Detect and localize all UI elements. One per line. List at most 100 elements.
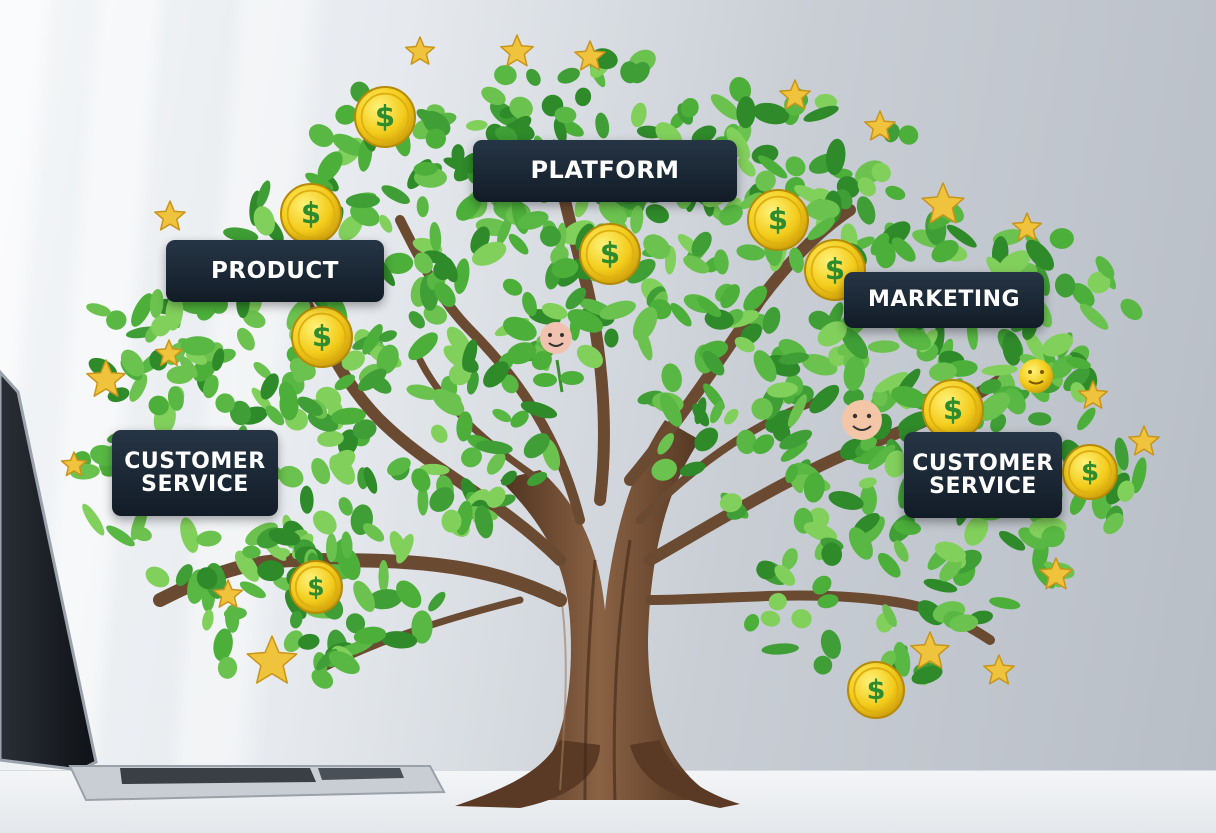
leaf <box>734 336 755 353</box>
leaf <box>576 344 603 369</box>
leaf <box>474 505 494 539</box>
svg-text:$: $ <box>1081 458 1099 488</box>
label-platform: PLATFORM <box>473 140 737 202</box>
leaf <box>352 419 377 440</box>
leaf <box>335 104 357 125</box>
svg-text:$: $ <box>600 237 620 271</box>
leaf <box>753 350 777 382</box>
star-icon <box>1128 425 1160 456</box>
leaf <box>949 614 979 633</box>
star-icon <box>779 79 811 110</box>
leaf <box>1004 388 1026 415</box>
leaf <box>1120 298 1143 321</box>
leaf <box>997 250 1031 277</box>
leaf <box>803 105 839 122</box>
leaf <box>378 330 397 342</box>
leaf <box>429 487 455 512</box>
leaf <box>893 540 909 562</box>
leaf <box>643 234 671 260</box>
leaf <box>350 203 380 227</box>
leaf <box>466 120 488 131</box>
leaf <box>506 342 537 365</box>
leaf <box>885 185 906 201</box>
leaf <box>180 336 216 356</box>
star-icon <box>864 110 896 141</box>
leaf <box>443 157 476 174</box>
leaf <box>456 411 473 442</box>
leaf <box>411 468 431 492</box>
leaf <box>492 408 512 423</box>
leaf <box>345 193 380 209</box>
leaf <box>806 199 840 221</box>
leaf <box>387 457 411 476</box>
leaf <box>1087 271 1111 294</box>
leaf <box>428 591 446 612</box>
leaf <box>338 497 353 516</box>
leaf <box>726 127 751 161</box>
leaf <box>297 396 323 416</box>
leaf <box>1002 331 1022 366</box>
leaf <box>557 67 580 84</box>
leaf <box>196 567 218 590</box>
leaf <box>691 125 717 145</box>
leaf <box>743 285 768 312</box>
leaf <box>768 593 787 611</box>
smiley-flower-icon <box>533 322 584 393</box>
leaf <box>565 287 587 310</box>
leaf <box>857 177 876 197</box>
leaf <box>223 607 247 620</box>
leaf <box>298 633 320 650</box>
leaf <box>1131 457 1147 494</box>
leaf <box>825 138 846 176</box>
dollar-coin-icon: $ <box>847 661 905 719</box>
star-icon <box>86 359 126 397</box>
leaf <box>396 580 422 609</box>
leaf <box>501 374 519 394</box>
star-icon <box>983 654 1015 685</box>
leaf <box>510 410 529 428</box>
leaf <box>381 631 418 649</box>
leaf <box>739 192 763 210</box>
leaf <box>843 356 865 391</box>
leaf <box>737 157 756 177</box>
leaf <box>820 629 841 659</box>
dollar-coin-icon: $ <box>922 379 984 441</box>
leaf <box>406 384 440 400</box>
leaf <box>595 112 610 139</box>
leaf <box>828 491 864 510</box>
leaf <box>106 525 135 547</box>
leaf <box>520 401 558 419</box>
leaf <box>788 247 804 274</box>
leaf <box>175 564 193 587</box>
leaf <box>462 339 478 371</box>
leaf <box>145 566 170 588</box>
leaf <box>217 656 238 679</box>
leaf <box>981 364 1018 376</box>
leaf <box>260 373 279 400</box>
leaf <box>431 424 448 443</box>
leaf <box>702 350 725 376</box>
star-icon <box>154 339 184 367</box>
leaf <box>723 408 739 425</box>
leaf <box>212 348 225 371</box>
leaf <box>454 258 470 295</box>
leaf <box>692 403 710 427</box>
leaf <box>657 433 674 455</box>
leaf <box>256 180 271 208</box>
leaf <box>332 133 365 156</box>
star-icon <box>60 451 88 477</box>
leaf <box>709 400 724 424</box>
leaf <box>236 327 255 351</box>
leaf <box>522 291 537 317</box>
leaf <box>821 542 843 566</box>
leaf <box>326 533 337 563</box>
leaf <box>979 379 1002 395</box>
leaf <box>90 445 119 466</box>
leaf <box>884 450 907 478</box>
leaf <box>223 227 259 243</box>
leaf <box>417 485 429 516</box>
leaf <box>311 668 334 689</box>
leaf <box>1077 407 1096 431</box>
dollar-coin-icon: $ <box>579 223 641 285</box>
leaf <box>752 102 790 125</box>
